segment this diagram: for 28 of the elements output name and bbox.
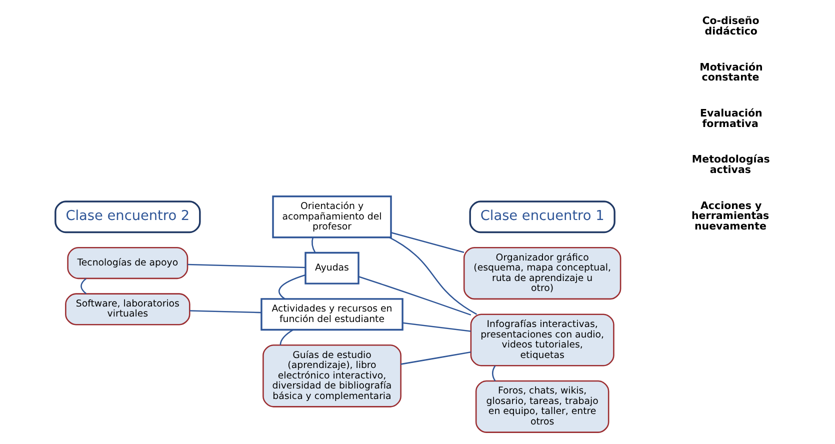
label: Metodologías activas bbox=[692, 154, 770, 176]
label: Evaluación formativa bbox=[700, 107, 762, 130]
connector bbox=[391, 232, 464, 253]
connector bbox=[492, 366, 496, 382]
node-box: Ayudas bbox=[304, 252, 360, 284]
label: Co-diseño didáctico bbox=[702, 15, 760, 38]
connector bbox=[278, 274, 306, 300]
node-box: Software, laboratorios virtuales bbox=[65, 293, 190, 326]
node-box: Actividades y recursos en función del estudiante bbox=[260, 298, 404, 331]
label: Motivación constante bbox=[700, 61, 763, 84]
node-box: Foros, chats, wikis, glosario, tareas, trabajo en equipo, taller, entre otros bbox=[475, 380, 610, 433]
label: Acciones y herramientas nuevamente bbox=[692, 200, 770, 232]
connector bbox=[188, 264, 306, 268]
node-box: Orientación y acompañamiento del profesor bbox=[272, 196, 392, 238]
node-box: Clase encuentro 2 bbox=[54, 200, 201, 234]
node-box: Clase encuentro 1 bbox=[469, 200, 616, 234]
connector bbox=[400, 352, 471, 365]
connector bbox=[80, 278, 87, 294]
node-box: Organizador gráfico (esquema, mapa conceptual, ruta de aprendizaje u otro) bbox=[463, 247, 622, 300]
connector bbox=[358, 276, 472, 316]
connector bbox=[389, 236, 478, 315]
connector bbox=[402, 322, 471, 332]
connector bbox=[280, 329, 294, 345]
connector bbox=[312, 237, 316, 253]
node-box: Tecnologías de apoyo bbox=[67, 247, 188, 280]
node-box: Infografías interactivas, presentaciones con audio, videos tutoriales, etiquetas bbox=[470, 314, 614, 366]
connector bbox=[190, 310, 262, 314]
node-box: Guías de estudio (aprendizaje), libro electrónico interactivo, diversidad de bibliografía básica y complementaria bbox=[262, 344, 402, 408]
